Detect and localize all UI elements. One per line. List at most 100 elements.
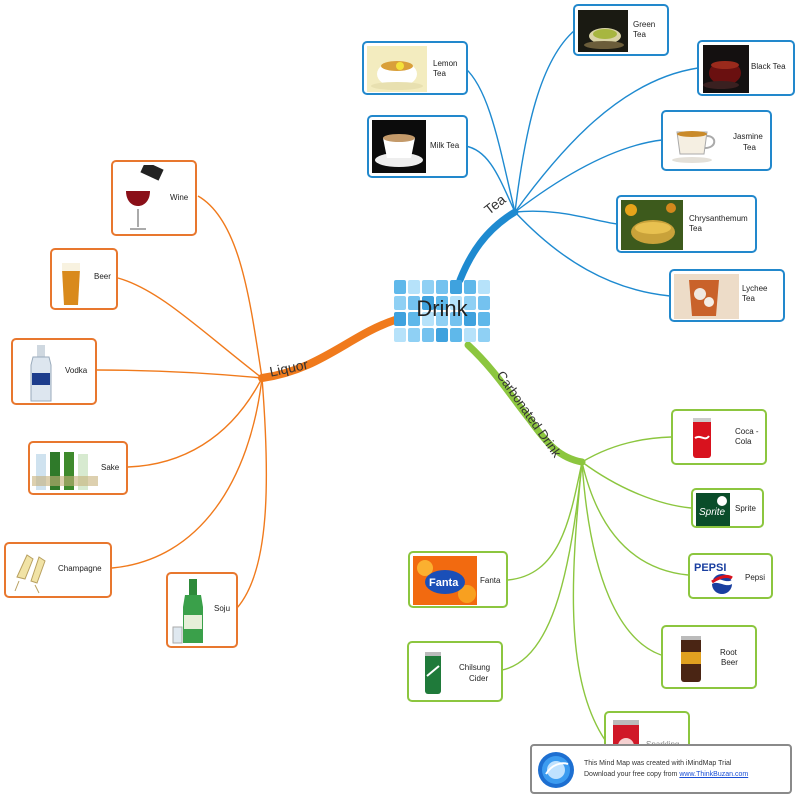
black-tea-label: Black Tea <box>751 62 786 71</box>
thinkbuzan-link[interactable]: www.ThinkBuzan.com <box>679 771 749 778</box>
cube-tile <box>436 312 448 326</box>
cube-tile <box>436 296 448 310</box>
branch-fanta <box>507 461 583 581</box>
tea-main-branch <box>456 208 519 284</box>
node-jasmine-tea[interactable]: Jasmine Tea <box>661 110 772 171</box>
branch-coca-cola <box>581 436 672 463</box>
cube-tile <box>464 328 476 342</box>
sake-image <box>32 446 98 492</box>
branch-sparkling-water <box>572 461 606 741</box>
branch-green-tea <box>514 29 576 213</box>
beer-label: Beer <box>94 272 111 281</box>
cube-tile <box>450 280 462 294</box>
branch-milk-tea <box>464 145 516 213</box>
cube-tile <box>408 328 420 342</box>
cube-tile <box>394 312 406 326</box>
branch-jasmine-tea <box>514 139 663 213</box>
cube-tile <box>394 280 406 294</box>
cube-tile <box>464 296 476 310</box>
node-root-beer[interactable]: Root Beer <box>661 625 757 689</box>
coca-cola-image <box>679 414 723 462</box>
soju-label: Soju <box>214 604 231 613</box>
node-champagne[interactable]: Champagne <box>4 542 112 598</box>
node-lychee-tea[interactable]: Lychee Tea <box>669 269 785 322</box>
cube-tile <box>394 296 406 310</box>
coca-cola-label-1: Coca - <box>735 427 759 436</box>
download-notice-text: Download your free copy from <box>584 771 678 778</box>
node-green-tea[interactable]: Green Tea <box>573 4 669 56</box>
node-vodka[interactable]: Vodka <box>11 338 97 405</box>
carbonated-main-branch <box>464 341 586 466</box>
jasmine-tea-image <box>667 116 723 166</box>
node-milk-tea[interactable]: Milk Tea <box>367 115 468 178</box>
chilsung-cider-label-1: Chilsung <box>459 663 491 672</box>
green-tea-image <box>578 10 628 52</box>
node-sprite[interactable]: Sprite Sprite <box>691 488 764 528</box>
cube-tile <box>464 280 476 294</box>
branch-sake <box>127 377 263 468</box>
node-sake[interactable]: Sake <box>28 441 128 495</box>
jasmine-tea-label-2: Tea <box>743 143 756 152</box>
branch-lychee-tea <box>514 211 671 297</box>
wine-image <box>116 165 166 233</box>
cube-tile <box>478 312 490 326</box>
branch-beer <box>117 277 263 379</box>
wine-label: Wine <box>170 193 189 202</box>
node-soju[interactable]: Soju <box>166 572 238 648</box>
cube-tile <box>408 296 420 310</box>
lemon-tea-image <box>367 46 427 92</box>
coca-cola-label-2: Cola <box>735 437 752 446</box>
root-beer-label-2: Beer <box>721 658 738 667</box>
branch-wine <box>197 195 263 379</box>
fanta-label: Fanta <box>480 576 501 585</box>
lychee-tea-image <box>674 274 739 319</box>
node-fanta[interactable]: Fanta Fanta <box>408 551 508 608</box>
cube-tile <box>450 312 462 326</box>
chrysanthemum-tea-image <box>621 200 683 250</box>
champagne-label: Champagne <box>58 564 102 573</box>
svg-text:Fanta: Fanta <box>429 577 459 589</box>
cube-tile <box>436 328 448 342</box>
green-tea-label-1: Green <box>633 20 656 29</box>
branch-black-tea <box>514 67 699 213</box>
node-beer[interactable]: Beer <box>50 248 118 310</box>
imindmap-logo-icon <box>536 750 576 790</box>
sake-label: Sake <box>101 463 120 472</box>
svg-text:Sprite: Sprite <box>699 507 726 518</box>
svg-text:PEPSI: PEPSI <box>694 562 726 574</box>
milk-tea-label: Milk Tea <box>430 141 460 150</box>
lemon-tea-label-2: Tea <box>433 69 446 78</box>
cube-tile <box>478 296 490 310</box>
cube-pattern-icon <box>394 280 490 342</box>
node-chrysanthemum-tea[interactable]: Chrysanthemum Tea <box>616 195 757 253</box>
lychee-tea-label-1: Lychee <box>742 284 768 293</box>
cube-tile <box>478 280 490 294</box>
black-tea-image <box>703 45 749 93</box>
cube-tile <box>408 280 420 294</box>
cube-tile <box>422 312 434 326</box>
node-wine[interactable]: Wine <box>111 160 197 236</box>
node-pepsi[interactable]: PEPSI Pepsi <box>688 553 773 599</box>
node-black-tea[interactable]: Black Tea <box>697 40 795 96</box>
pepsi-image: PEPSI <box>692 558 744 596</box>
liquor-main-branch <box>258 316 399 382</box>
vodka-label: Vodka <box>65 366 88 375</box>
chrysanthemum-tea-label-1: Chrysanthemum <box>689 214 748 223</box>
cube-tile <box>408 312 420 326</box>
branch-pepsi <box>581 461 689 576</box>
beer-image <box>56 255 86 307</box>
trial-notice-text: This Mind Map was created with iMindMap … <box>584 760 732 767</box>
download-notice: Download your free copy from www.ThinkBu… <box>584 771 748 778</box>
lemon-tea-label-1: Lemon <box>433 59 458 68</box>
central-node[interactable]: Drink <box>392 278 492 346</box>
branch-vodka <box>96 369 263 379</box>
branch-root-beer <box>581 461 662 656</box>
node-coca-cola[interactable]: Coca - Cola <box>671 409 767 465</box>
chilsung-cider-label-2: Cider <box>469 674 489 683</box>
branch-champagne <box>111 377 263 569</box>
champagne-image <box>9 547 51 595</box>
node-chilsung-cider[interactable]: Chilsung Cider <box>407 641 503 702</box>
node-lemon-tea[interactable]: Lemon Tea <box>362 41 468 95</box>
root-beer-label-1: Root <box>720 648 737 657</box>
